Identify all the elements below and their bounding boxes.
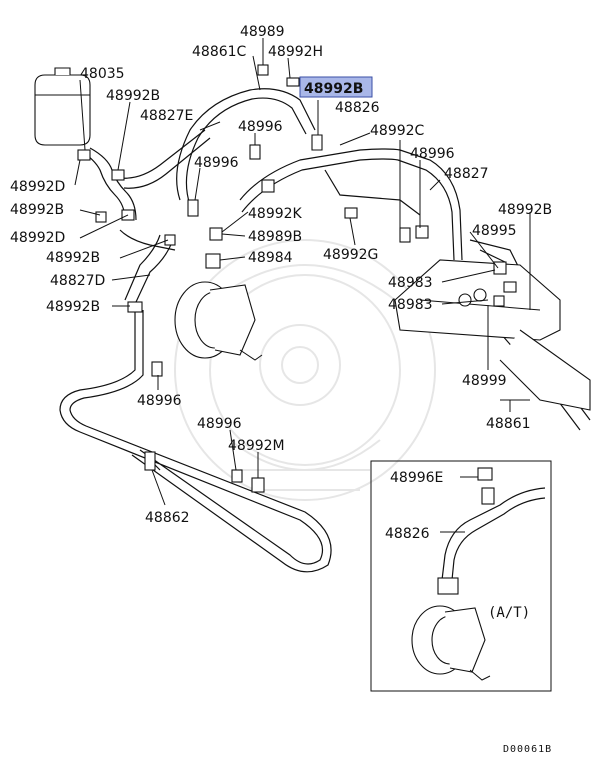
pump-body (174, 281, 263, 361)
label-48989B: 48989B (248, 229, 302, 245)
label-48992K: 48992K (248, 206, 303, 222)
label-48996E: 48996E (390, 470, 443, 486)
label-48992B-c: 48992B (10, 202, 64, 218)
label-48989: 48989 (240, 24, 285, 40)
watermark-emblem (174, 239, 436, 501)
reservoir-tank (34, 67, 91, 146)
label-48992G: 48992G (323, 247, 378, 263)
label-48826-inset: 48826 (385, 526, 430, 542)
label-48992C: 48992C (370, 123, 425, 139)
label-48996-c: 48996 (194, 155, 239, 171)
label-48992B-d: 48992B (46, 250, 100, 266)
label-48861: 48861 (486, 416, 531, 432)
label-48992H: 48992H (268, 44, 323, 60)
label-48992B-b: 48992B (498, 202, 552, 218)
diagram-code: D00061B (503, 744, 552, 755)
label-48996-e: 48996 (197, 416, 242, 432)
label-48992D-a: 48992D (10, 179, 65, 195)
label-48992M: 48992M (228, 438, 285, 454)
label-48992B-e: 48992B (46, 299, 100, 315)
label-48827: 48827 (444, 166, 489, 182)
label-48862: 48862 (145, 510, 190, 526)
label-48827D: 48827D (50, 273, 105, 289)
label-48992B-highlight[interactable]: 48992B (304, 81, 363, 97)
part-labels: 48989 48861C 48992H 48992B 48035 48992B … (10, 24, 552, 755)
label-48861C: 48861C (192, 44, 247, 60)
label-48827E: 48827E (140, 108, 193, 124)
highlight-box (299, 76, 373, 98)
label-48826: 48826 (335, 100, 380, 116)
label-48996-a: 48996 (238, 119, 283, 135)
label-48995: 48995 (472, 223, 517, 239)
label-48984: 48984 (248, 250, 293, 266)
label-48996-b: 48996 (410, 146, 455, 162)
fittings (77, 64, 517, 493)
label-48999: 48999 (462, 373, 507, 389)
inset-note-at: (A/T) (488, 605, 530, 621)
label-48992D-b: 48992D (10, 230, 65, 246)
leader-lines (74, 38, 531, 533)
label-48996-d: 48996 (137, 393, 182, 409)
label-48983-b: 48983 (388, 297, 433, 313)
label-48035: 48035 (80, 66, 125, 82)
inset-at-panel (370, 460, 552, 692)
label-48992B-a: 48992B (106, 88, 160, 104)
label-48983-a: 48983 (388, 275, 433, 291)
